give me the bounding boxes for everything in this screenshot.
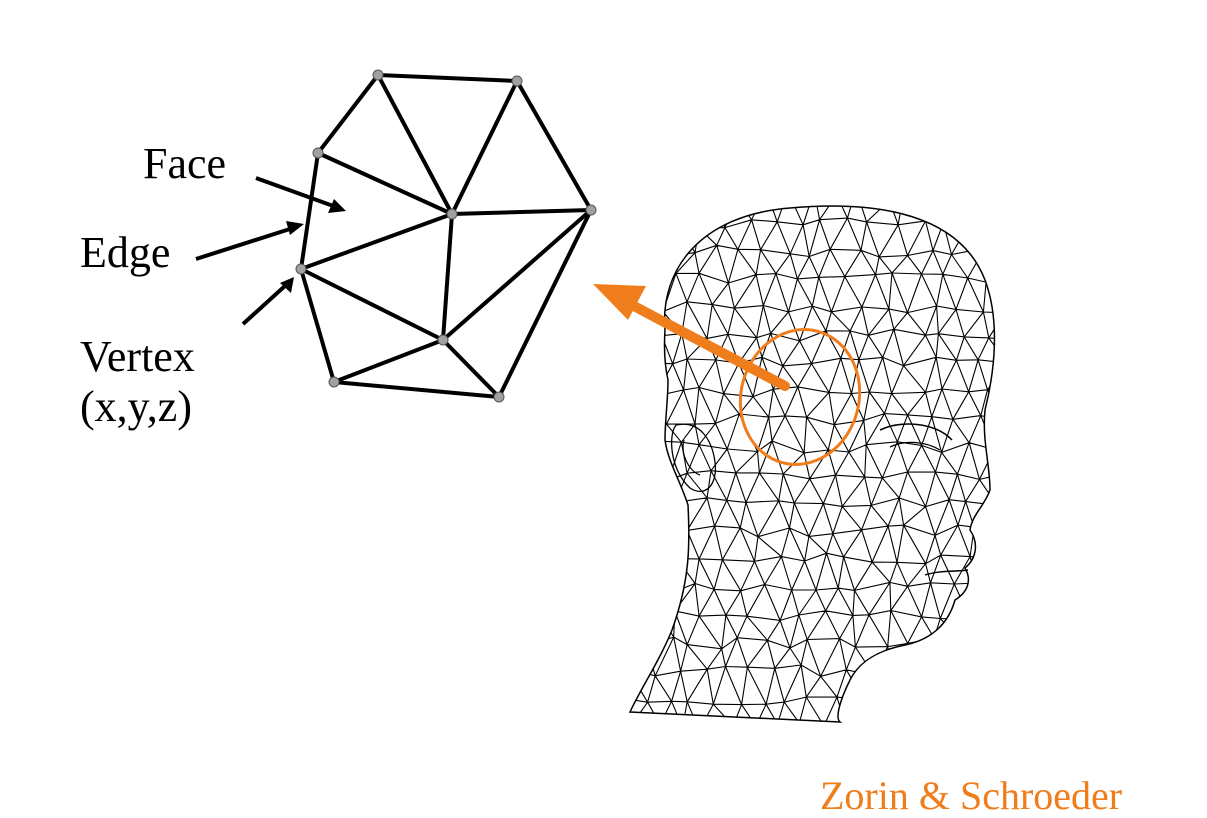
face-label: Face [143,139,227,188]
wireframe-head-icon [629,205,996,723]
credit-text: Zorin & Schroeder [820,773,1123,818]
mesh-edge [441,338,501,399]
mesh-edge [450,79,519,216]
mesh-edge [450,208,593,216]
mesh-edge [299,267,336,384]
label-pointers [195,176,346,326]
face-pointer-arrow [255,176,346,213]
mesh-edge [299,267,445,342]
triangle-mesh [295,69,597,403]
edge-label: Edge [80,228,171,277]
mesh-edge [332,380,501,399]
mesh-edge [515,79,593,212]
vertex-coordinates-label: (x,y,z) [80,382,192,431]
mesh-vertex [437,334,449,346]
mesh-edge [441,208,593,342]
mesh-edge [332,338,445,384]
mesh-edge [376,73,454,216]
mesh-edge [316,151,454,216]
mesh-edge [316,73,380,155]
mesh-edge [299,151,320,271]
mesh-edge [497,208,593,399]
mesh-edge [376,73,519,83]
vertex-pointer-arrow [241,277,294,326]
mesh-vertex [446,208,458,220]
mesh-vertex [493,391,505,403]
zoom-arrow [593,284,790,391]
mesh-vertex [372,69,384,81]
mesh-vertex [312,147,324,159]
mesh-vertex [295,263,307,275]
vertex-label: Vertex [80,332,195,381]
mesh-edge [299,212,454,271]
mesh-vertex [328,376,340,388]
mesh-vertex [585,204,597,216]
highlight-ellipse [738,328,862,466]
mesh-edge [441,212,454,342]
mesh-vertex [511,75,523,87]
edge-pointer-arrow [195,221,304,261]
